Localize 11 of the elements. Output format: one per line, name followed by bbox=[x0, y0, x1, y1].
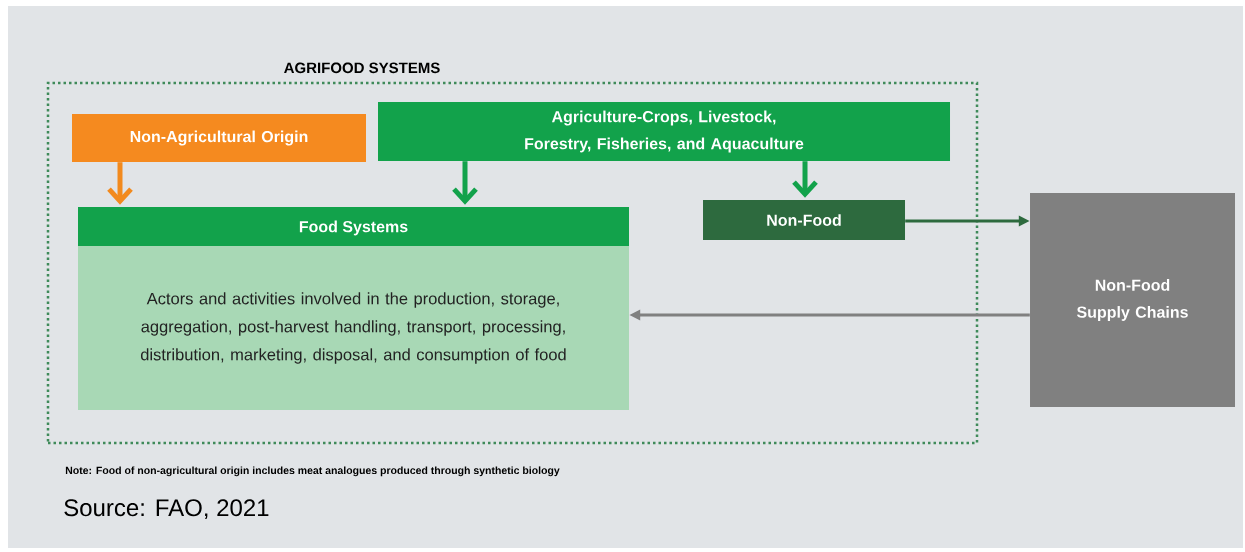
agriculture-box: Agriculture-Crops, Livestock, Forestry, Fisheries, and Aquaculture bbox=[378, 102, 950, 161]
supply-chains-box: Non-Food Supply Chains bbox=[1030, 193, 1235, 407]
arrow bbox=[107, 162, 133, 205]
arrow bbox=[792, 161, 818, 198]
arrow bbox=[452, 161, 478, 205]
origin-box: Non-Agricultural Origin bbox=[72, 114, 366, 162]
non-food-box: Non-Food bbox=[703, 200, 905, 240]
note-text: Note: Food of non-agricultural origin includes meat analogues produced through synthetic biology bbox=[65, 466, 560, 477]
source-text: Source: FAO, 2021 bbox=[64, 499, 269, 520]
node-label: AGRIFOOD SYSTEMS bbox=[284, 62, 440, 74]
food-systems-box: Food Systems Actors and activities involved in the production, storage, aggregation, post-harvest handling, transport, processing, distribution, marketing, disposal, and consumption of food bbox=[78, 207, 629, 410]
